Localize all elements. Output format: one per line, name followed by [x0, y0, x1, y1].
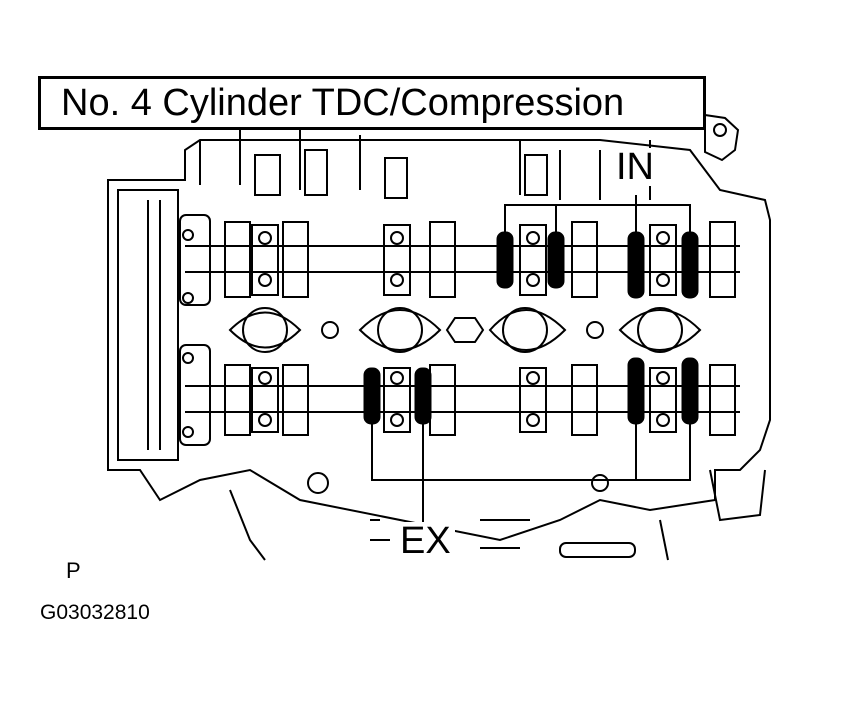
bearing-caps [251, 224, 677, 433]
spark-plug-wells [228, 307, 702, 353]
exhaust-camshaft [179, 344, 740, 446]
intake-lobe [547, 231, 565, 289]
exhaust-lobes-highlighted [363, 357, 699, 425]
intake-leader-lines [504, 195, 691, 232]
exhaust-lobe [627, 357, 645, 425]
exhaust-label: EX [396, 522, 455, 560]
intake-label: IN [612, 148, 658, 186]
cylinder-head-outline [107, 139, 771, 542]
diagram-title: No. 4 Cylinder TDC/Compression [38, 76, 706, 130]
exhaust-lobe [681, 357, 699, 425]
intake-lobe [681, 231, 699, 299]
exhaust-lobe [414, 367, 432, 425]
timing-chain-housing [117, 189, 179, 461]
exhaust-lobe [363, 367, 381, 425]
figure-code-label: G03032810 [40, 601, 150, 624]
upper-tubes [199, 120, 651, 200]
view-marker-label: P [66, 558, 81, 583]
intake-lobe [627, 231, 645, 299]
intake-lobes-highlighted [496, 231, 699, 299]
intake-lobe [496, 231, 514, 289]
exhaust-leader-lines [371, 424, 691, 530]
intake-camshaft [179, 214, 740, 306]
